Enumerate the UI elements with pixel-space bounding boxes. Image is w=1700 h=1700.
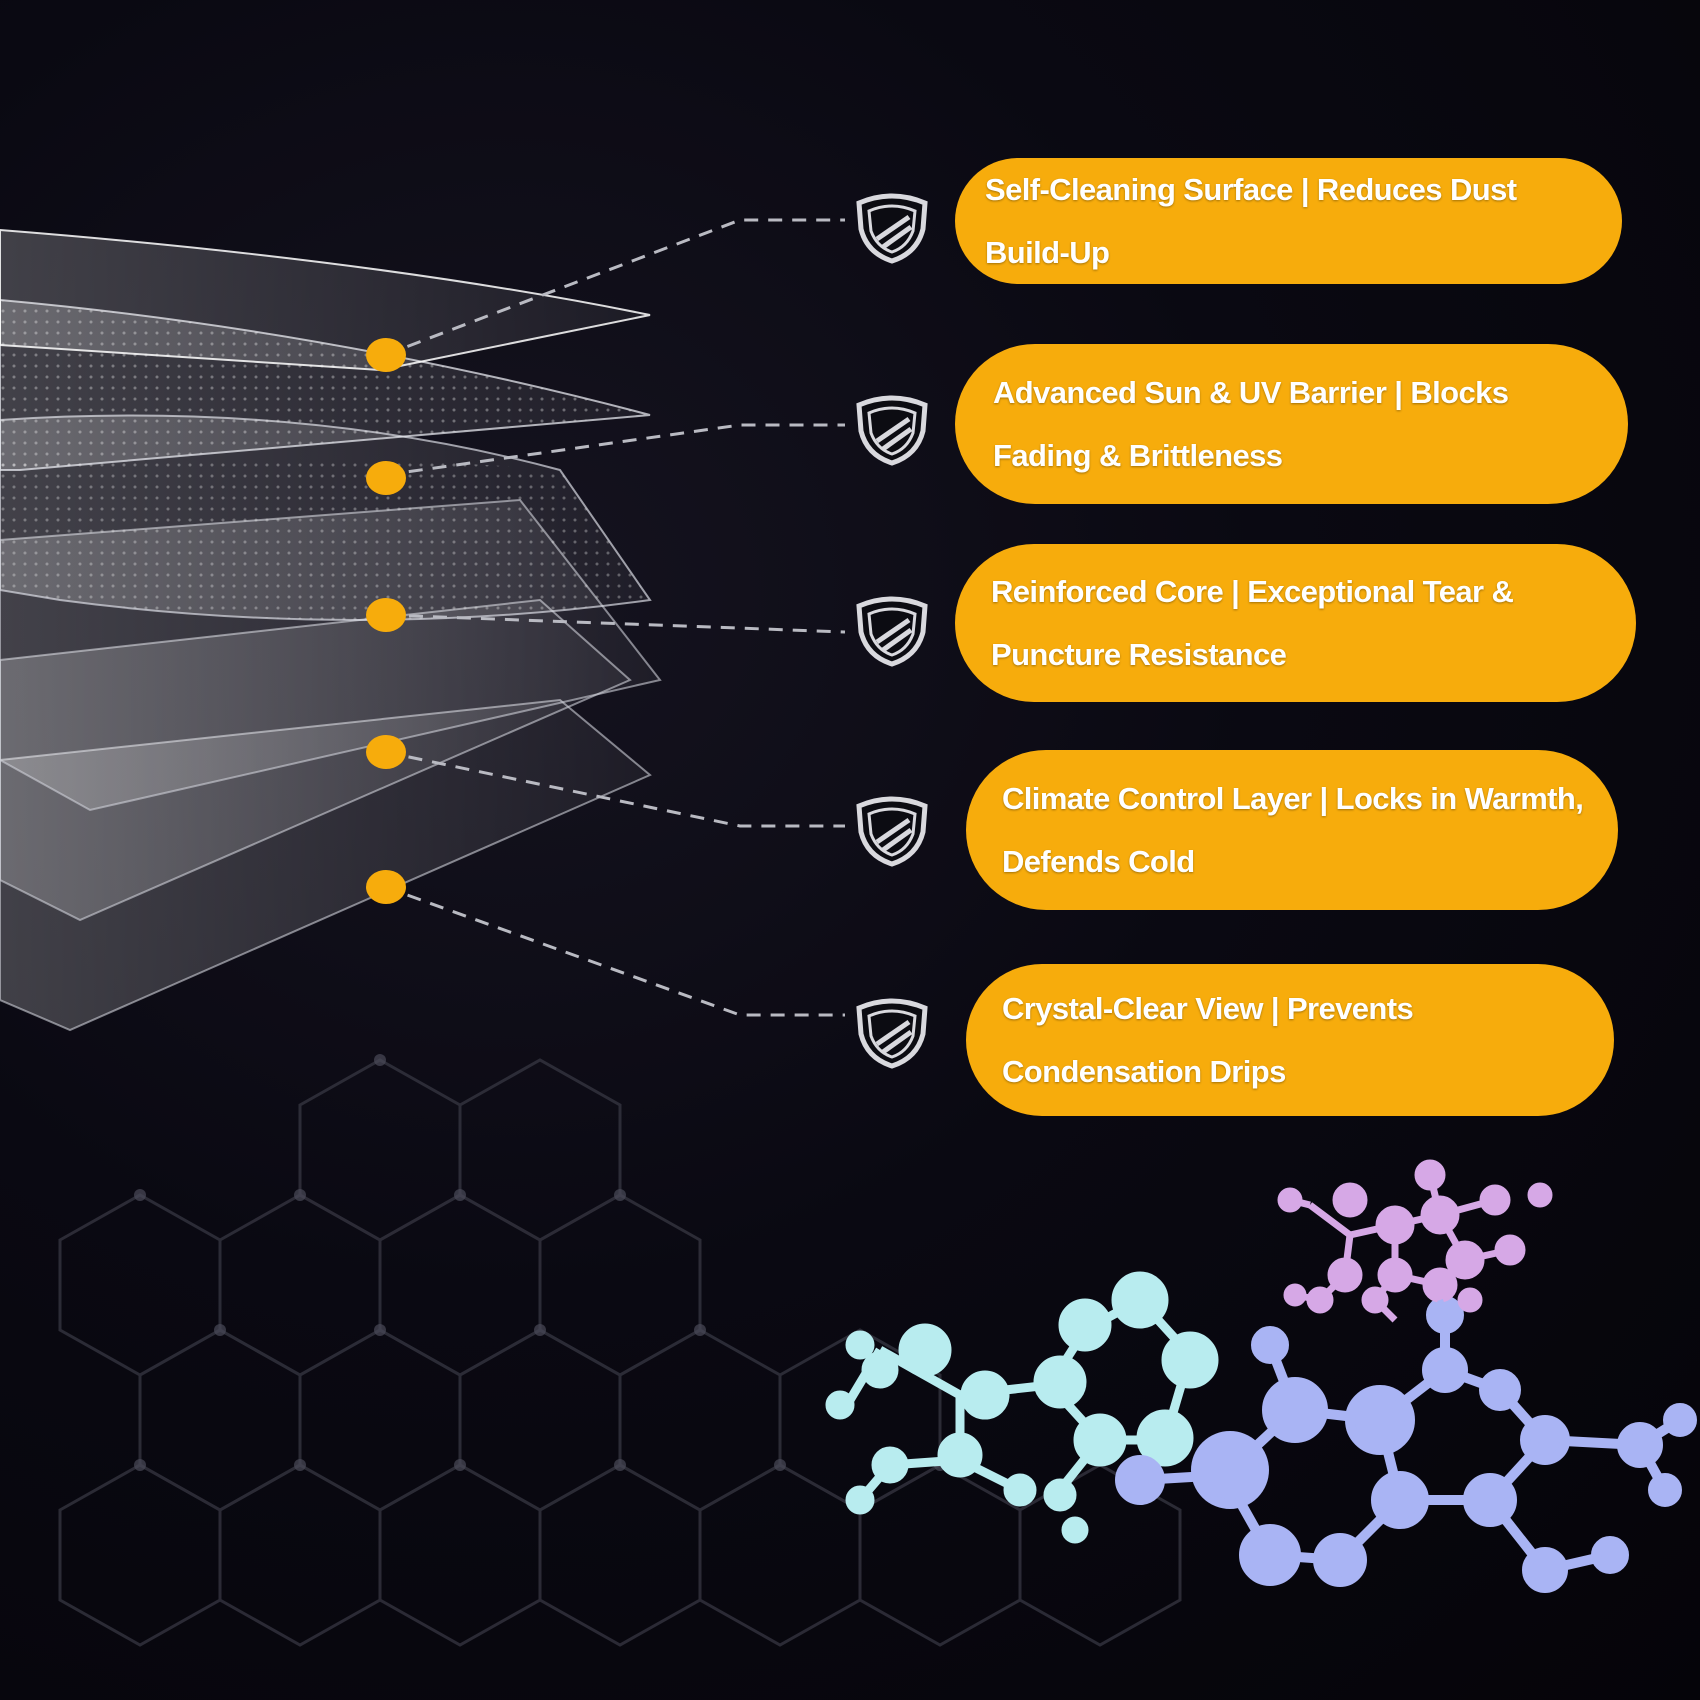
shield-icon [856,796,928,867]
lattice-nodes [134,1054,946,1471]
feature-label: Advanced Sun & UV Barrier | Blocks Fadin… [993,375,1509,473]
layer-markers [366,338,406,904]
feature-pill-uv-barrier: Advanced Sun & UV Barrier | Blocks Fadin… [955,344,1628,504]
feature-label: Climate Control Layer | Locks in Warmth,… [1002,781,1584,879]
molecule-cyan [825,1271,1219,1544]
feature-pill-self-cleaning: Self-Cleaning Surface | Reduces Dust Bui… [955,158,1622,284]
shield-icon [856,193,928,264]
layered-sheets [0,228,662,1032]
molecule-blue [1115,1296,1697,1593]
feature-pill-climate-control: Climate Control Layer | Locks in Warmth,… [966,750,1618,910]
molecule-link [1433,1299,1457,1332]
feature-label: Crystal-Clear View | Prevents Condensati… [1002,991,1414,1089]
shield-icon [856,998,928,1069]
feature-label: Self-Cleaning Surface | Reduces Dust Bui… [985,172,1517,270]
shield-icon [856,395,928,466]
feature-pill-crystal-clear: Crystal-Clear View | Prevents Condensati… [966,964,1614,1116]
molecule-pink [1277,1159,1553,1323]
hex-lattice [58,1058,1182,1647]
feature-pill-reinforced-core: Reinforced Core | Exceptional Tear & Pun… [955,544,1636,702]
shield-icon [856,596,928,667]
feature-label: Reinforced Core | Exceptional Tear & Pun… [991,574,1514,672]
connector-lines [384,218,846,1017]
